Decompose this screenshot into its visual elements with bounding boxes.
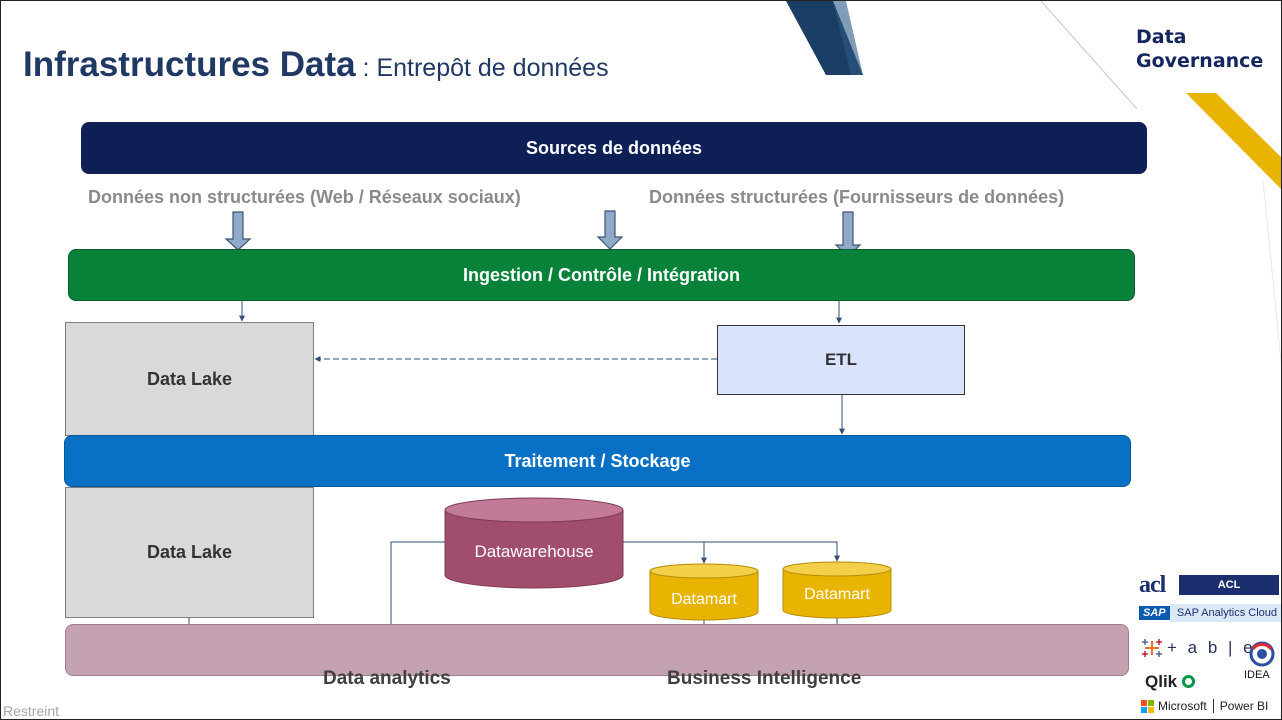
gold-corner	[1186, 93, 1281, 189]
sap-mark: SAP	[1139, 606, 1170, 620]
thin-diagonal-right	[1262, 180, 1281, 367]
title-main: Infrastructures Data	[23, 45, 356, 84]
brand-line-1: Data	[1136, 26, 1187, 48]
band-ingestion: Ingestion / Contrôle / Intégration	[68, 249, 1135, 301]
datamart-cylinder-2	[782, 561, 892, 619]
data-lake-top: Data Lake	[65, 322, 314, 436]
acl-mark: acl	[1139, 572, 1166, 598]
thin-diagonal	[1040, 1, 1138, 110]
qlik-text: Qlik	[1145, 672, 1178, 691]
acl-text: ACL ANALYTICS	[1179, 575, 1279, 611]
arrow-dw-to-analytics	[388, 541, 445, 655]
band-sources: Sources de données	[81, 122, 1147, 174]
title-separator: :	[355, 54, 377, 82]
band-usage	[65, 624, 1129, 676]
logo-divider	[1212, 699, 1214, 713]
arrow-dw-to-datamart-2	[704, 541, 840, 562]
label-unstructured: Données non structurées (Web / Réseaux s…	[88, 187, 521, 207]
microsoft-icon	[1141, 699, 1154, 713]
microsoft-text: Microsoft	[1158, 699, 1207, 713]
idea-icon	[1249, 641, 1275, 667]
etl-box: ETL	[717, 325, 965, 395]
block-arrow-middle	[596, 210, 624, 250]
idea-logo: IDEA	[1244, 669, 1270, 681]
brand-line-2: Governance	[1136, 50, 1264, 72]
datamart-1-label: Datamart	[671, 591, 737, 608]
arrow-dw-to-datamart-1	[623, 541, 707, 564]
acl-analytics-logo: acl ACL ANALYTICS	[1139, 572, 1279, 611]
datamart-2-label: Datamart	[804, 586, 870, 603]
page-title: Infrastructures Data : Entrepôt de donné…	[23, 45, 609, 85]
sap-text: SAP Analytics Cloud	[1169, 604, 1281, 622]
footer-classification: Restreint	[3, 703, 60, 719]
qlik-logo: Qlik	[1145, 672, 1195, 692]
navy-stripe	[786, 1, 863, 75]
datawarehouse-label: Datawarehouse	[474, 542, 594, 561]
navy-stripe-light	[833, 1, 863, 75]
datamart-cylinder-1	[649, 563, 759, 621]
block-arrow-left	[224, 211, 252, 251]
microsoft-powerbi-logo: Microsoft Power BI	[1141, 699, 1268, 713]
label-business-intelligence: Business Intelligence	[667, 668, 862, 689]
label-structured: Données structurées (Fournisseurs de don…	[649, 187, 1065, 207]
tableau-icon	[1142, 639, 1162, 657]
powerbi-text: Power BI	[1219, 699, 1269, 713]
label-data-analytics: Data analytics	[323, 668, 451, 689]
datawarehouse-cylinder	[444, 497, 624, 589]
qlik-icon	[1181, 675, 1195, 688]
sap-analytics-logo: SAP SAP Analytics Cloud	[1139, 604, 1281, 622]
title-subtitle: Entrepôt de données	[376, 54, 609, 82]
data-lake-bottom: Data Lake	[65, 487, 314, 618]
brand-label: Data Governance	[1136, 25, 1263, 73]
band-processing: Traitement / Stockage	[64, 435, 1131, 487]
